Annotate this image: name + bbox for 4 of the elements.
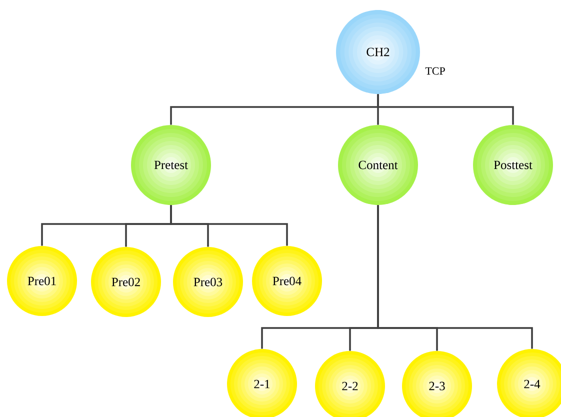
connector-line <box>170 205 288 246</box>
connector-line <box>377 94 514 125</box>
connector-line <box>377 205 533 349</box>
beside-label: TCP <box>425 67 445 75</box>
